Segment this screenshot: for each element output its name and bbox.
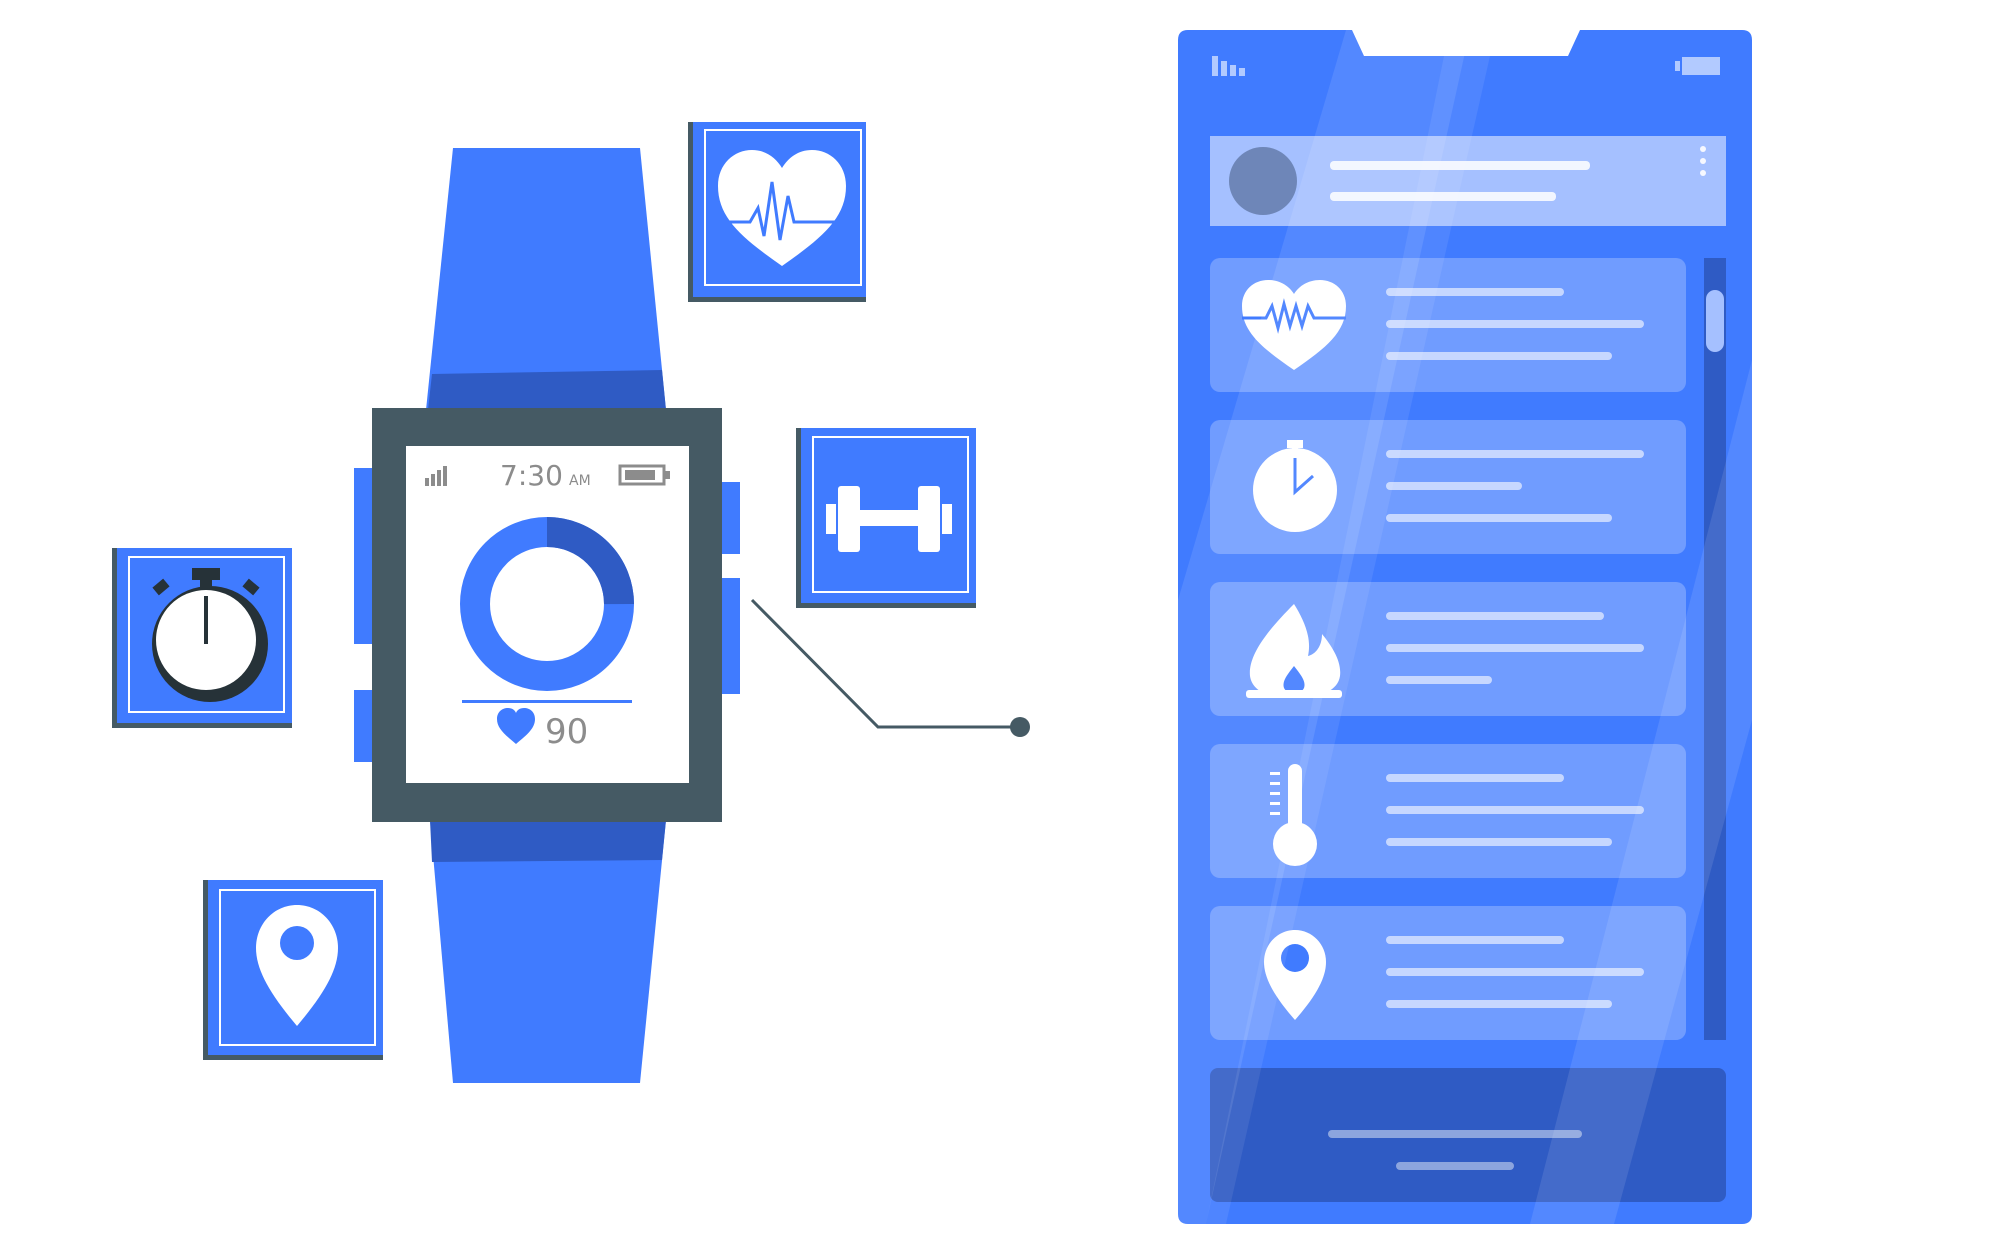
tile-stopwatch[interactable]	[112, 548, 292, 728]
watch-time: 7:30	[500, 459, 563, 492]
watch-screen[interactable]	[406, 446, 689, 783]
list-item[interactable]	[1210, 744, 1686, 878]
list-item[interactable]	[1210, 906, 1686, 1040]
watch-divider	[462, 700, 632, 703]
heart-rate-value: 90	[545, 712, 588, 752]
battery-icon	[1675, 57, 1720, 75]
stopwatch-icon	[152, 568, 268, 702]
activity-ring	[460, 517, 634, 691]
location-pin-icon	[1264, 930, 1326, 1020]
thermometer-icon	[1270, 764, 1317, 866]
watch-strap-bottom-shadow	[430, 820, 666, 862]
header-subtitle-line	[1330, 192, 1556, 201]
dumbbell-icon	[826, 486, 952, 552]
tile-heart[interactable]	[688, 122, 866, 302]
scrollbar-thumb[interactable]	[1706, 290, 1724, 352]
watch-button-left-top[interactable]	[354, 468, 374, 644]
heart-icon	[497, 708, 535, 744]
list-item[interactable]	[1210, 582, 1686, 716]
header-title-line	[1330, 161, 1590, 170]
watch-strap-bottom	[430, 820, 666, 1083]
scrollbar[interactable]	[1704, 258, 1726, 1040]
heart-pulse-icon	[718, 150, 846, 266]
watch-button-right-top[interactable]	[720, 482, 740, 554]
watch-strap-top-shadow	[428, 370, 666, 410]
connector-line	[750, 598, 1030, 737]
watch-strap-top	[426, 148, 666, 410]
watch-button-left-bottom[interactable]	[354, 690, 374, 762]
flame-icon	[1246, 604, 1342, 698]
smartwatch: 7:30 AM 90	[354, 148, 740, 1083]
watch-ampm: AM	[569, 473, 591, 489]
scrollbar-track[interactable]	[1704, 258, 1726, 1040]
list-item[interactable]	[1210, 258, 1686, 392]
more-options-icon[interactable]	[1700, 146, 1706, 176]
tile-dumbbell[interactable]	[796, 428, 976, 608]
stopwatch-icon	[1253, 440, 1337, 532]
list-item[interactable]	[1210, 420, 1686, 554]
glass-reflection	[1178, 30, 1752, 1224]
app-header[interactable]	[1210, 136, 1726, 226]
heart-pulse-icon	[1242, 280, 1346, 370]
battery-icon	[618, 464, 670, 486]
phone	[1178, 30, 1752, 1224]
bottom-panel[interactable]	[1210, 1068, 1726, 1202]
watch-button-right-bottom[interactable]	[720, 578, 740, 694]
tile-location[interactable]	[203, 880, 383, 1060]
avatar[interactable]	[1229, 147, 1297, 215]
signal-icon	[425, 466, 447, 486]
signal-icon	[1212, 56, 1245, 76]
location-pin-icon	[256, 905, 338, 1026]
